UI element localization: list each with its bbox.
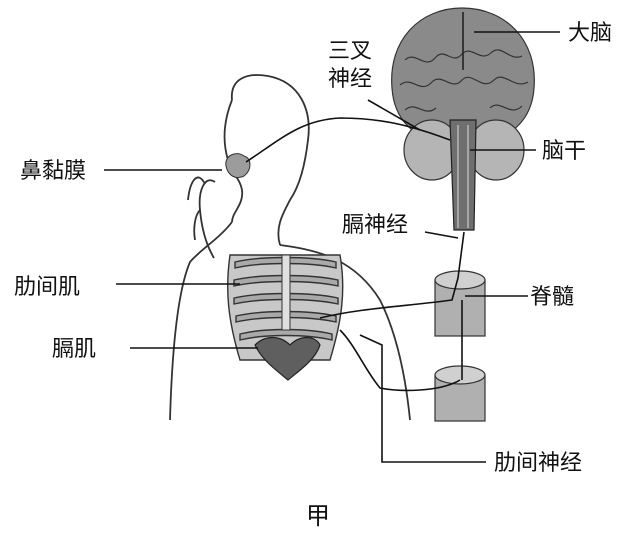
label-nasal-mucosa: 鼻黏膜 [20, 159, 86, 184]
spinal-cord-illustration [435, 271, 485, 421]
label-diaphragm: 膈肌 [52, 337, 96, 362]
label-trigeminal-line1: 三叉 [328, 39, 372, 64]
label-spinal-cord: 脊髓 [530, 285, 574, 310]
label-intercostal-muscle: 肋间肌 [14, 275, 80, 300]
label-cerebrum: 大脑 [568, 21, 612, 46]
label-brainstem: 脑干 [542, 139, 586, 164]
brain-illustration [392, 8, 535, 230]
label-phrenic-nerve: 膈神经 [342, 213, 408, 238]
figure-caption: 甲 [306, 502, 330, 530]
label-trigeminal-line2: 神经 [328, 67, 372, 92]
human-figure [170, 75, 410, 420]
label-intercostal-nerve: 肋间神经 [494, 451, 582, 476]
